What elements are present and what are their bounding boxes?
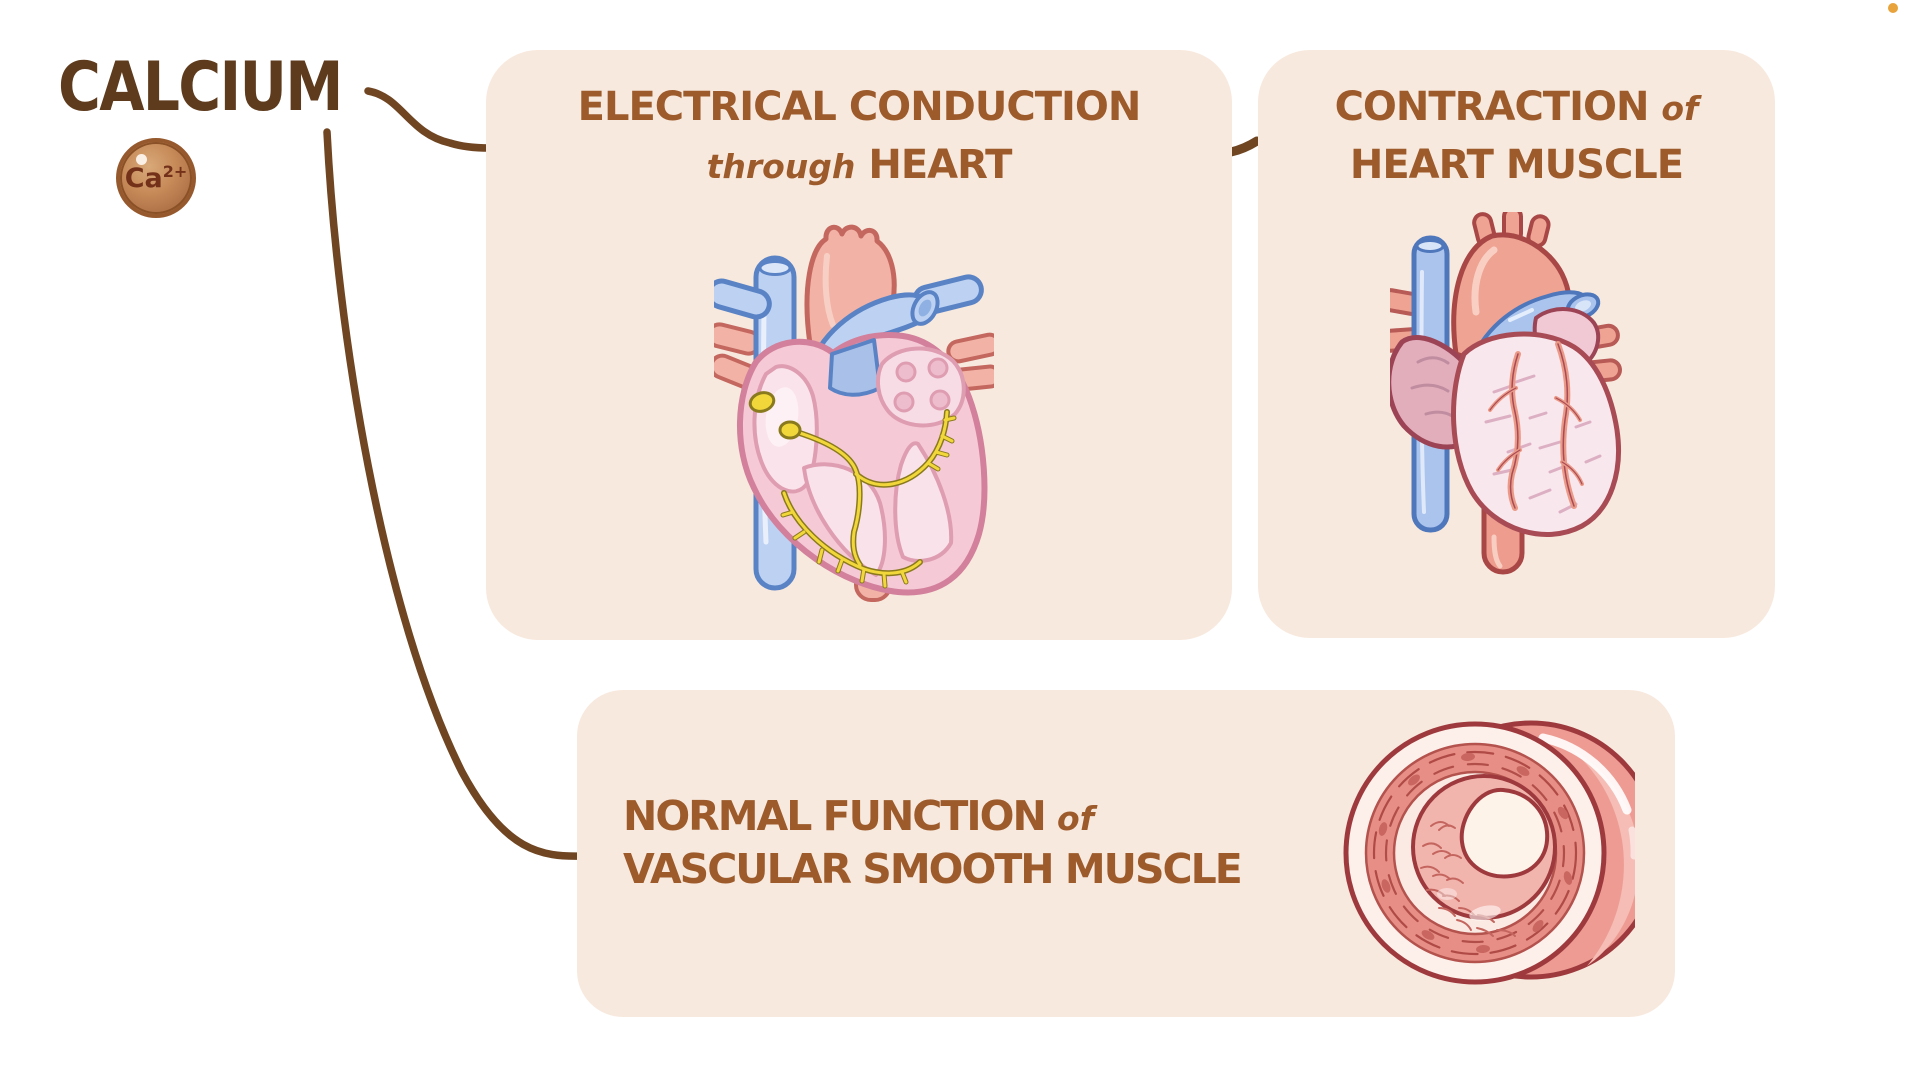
conduction-heart-illustration (714, 224, 994, 602)
title-line2: VASCULAR SMOOTH MUSCLE (623, 845, 1243, 894)
panel-heart-contraction-title: CONTRACTION of HEART MUSCLE (1258, 50, 1775, 194)
panel-vascular-title: NORMAL FUNCTION of VASCULAR SMOOTH MUSCL… (623, 790, 1243, 897)
ion-label: Ca2+ (124, 162, 188, 194)
title-line1: NORMAL FUNCTION (623, 792, 1047, 840)
title-line2: HEART MUSCLE (1349, 142, 1684, 188)
ion-charge: 2+ (162, 162, 188, 181)
contracting-heart-illustration (1390, 212, 1622, 575)
accent-dot (1888, 3, 1898, 13)
calcium-to-conduction-line (364, 87, 493, 152)
title-line1: ELECTRICAL CONDUCTION (577, 84, 1142, 130)
sphere-highlight (136, 154, 147, 165)
calcium-ion-icon: Ca2+ (116, 138, 196, 218)
panel-heart-contraction: CONTRACTION of HEART MUSCLE (1258, 50, 1775, 638)
title-line2: HEART (868, 142, 1012, 188)
panel-vascular-smooth-muscle: NORMAL FUNCTION of VASCULAR SMOOTH MUSCL… (577, 690, 1675, 1017)
panel-electrical-conduction: ELECTRICAL CONDUCTION through HEART (486, 50, 1232, 640)
title-small-word: through (706, 147, 856, 186)
ion-symbol: Ca (124, 163, 163, 194)
blood-vessel-illustration (1343, 720, 1635, 985)
page-title: CALCIUM (58, 48, 343, 127)
conduction-to-contraction-dash (1226, 136, 1262, 157)
panel-electrical-conduction-title: ELECTRICAL CONDUCTION through HEART (486, 50, 1232, 194)
title-line1: CONTRACTION (1334, 84, 1650, 130)
title-small-word: of (1661, 89, 1699, 128)
title-small-word: of (1057, 799, 1095, 838)
